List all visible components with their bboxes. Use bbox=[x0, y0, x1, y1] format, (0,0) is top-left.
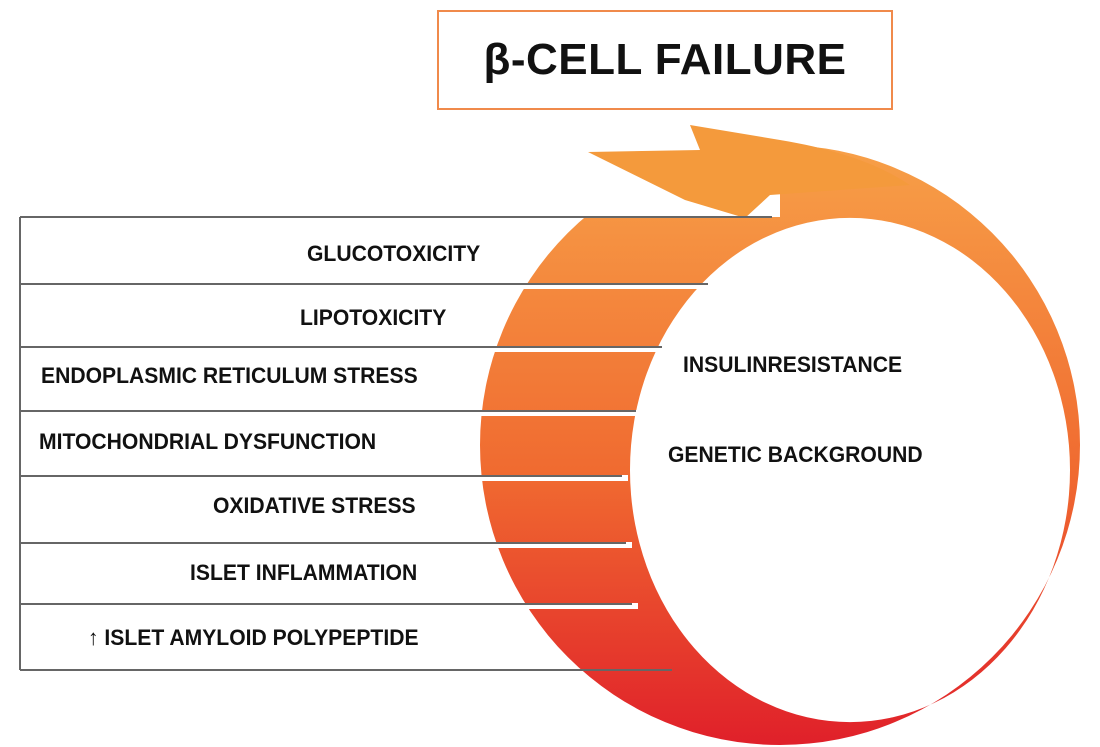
row-gap bbox=[20, 410, 642, 416]
insulin-resistance-label: INSULINRESISTANCE bbox=[683, 352, 903, 377]
factor-label-mitochondrial-dysfunction: MITOCHONDRIAL DYSFUNCTION bbox=[39, 429, 377, 454]
factor-label-islet-inflammation: ISLET INFLAMMATION bbox=[190, 560, 418, 585]
arrowhead bbox=[588, 125, 910, 218]
factor-label-er-stress: ENDOPLASMIC RETICULUM STRESS bbox=[41, 363, 418, 388]
row-gap bbox=[20, 542, 632, 548]
row-gap bbox=[20, 346, 668, 352]
row-gap bbox=[20, 475, 628, 481]
factor-label-oxidative-stress: OXIDATIVE STRESS bbox=[213, 493, 416, 518]
diagram-title: β-CELL FAILURE bbox=[483, 35, 847, 84]
factor-label-islet-amyloid: ↑ ISLET AMYLOID POLYPEPTIDE bbox=[88, 625, 419, 650]
title-box: β-CELL FAILURE bbox=[437, 10, 893, 110]
genetic-background-label: GENETIC BACKGROUND bbox=[668, 442, 923, 467]
cycle-arrow-ring bbox=[480, 145, 1080, 745]
factor-label-lipotoxicity: LIPOTOXICITY bbox=[300, 305, 447, 330]
row-gap bbox=[20, 603, 638, 609]
factor-label-glucotoxicity: GLUCOTOXICITY bbox=[307, 241, 481, 266]
row-gap bbox=[20, 283, 714, 289]
